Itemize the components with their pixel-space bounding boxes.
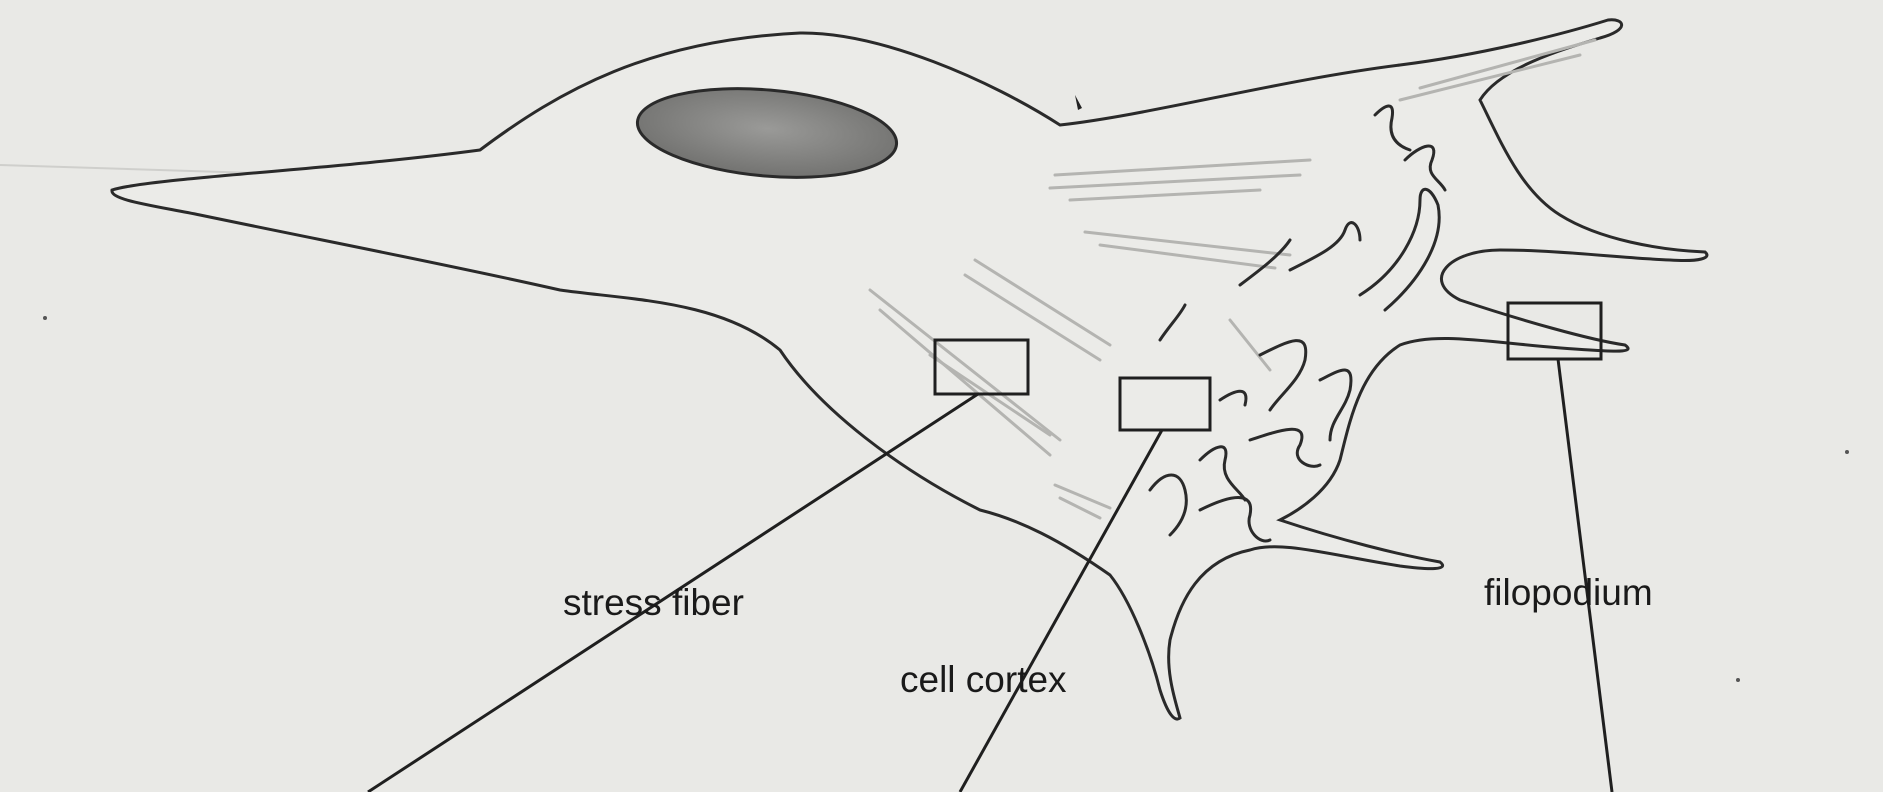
filopodium-label: filopodium <box>1484 574 1653 611</box>
ink-speck <box>1736 678 1740 682</box>
ink-speck <box>1845 450 1849 454</box>
stress-fiber-label: stress fiber <box>563 584 744 621</box>
ink-mark <box>1075 95 1082 110</box>
cell-outline <box>112 20 1707 719</box>
ink-speck <box>43 316 47 320</box>
cell-cortex-label: cell cortex <box>900 661 1067 698</box>
